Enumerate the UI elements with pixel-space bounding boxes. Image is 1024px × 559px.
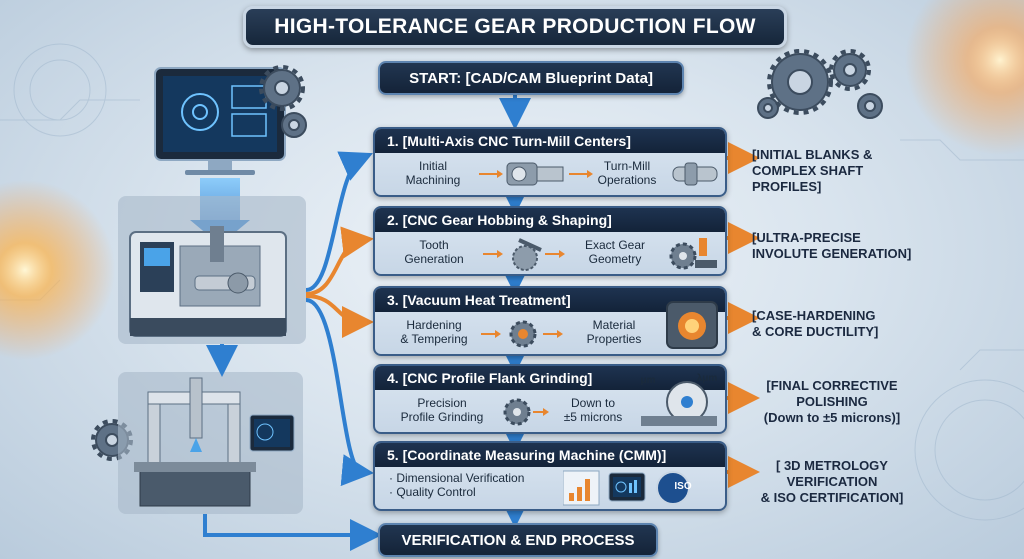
step-4-right-label: Down to ±5 microns <box>551 396 635 424</box>
step-4: 4. [CNC Profile Flank Grinding] Precisio… <box>373 364 727 434</box>
step-3-left-label: Hardening & Tempering <box>389 318 479 346</box>
step-3-right-line2: Properties <box>586 332 642 346</box>
step-3-right-line1: Material <box>592 318 636 332</box>
step-2-left-line1: Tooth <box>419 238 449 252</box>
output-3-line2: & CORE DUCTILITY] <box>752 324 879 339</box>
output-5-line3: & ISO CERTIFICATION] <box>760 490 904 505</box>
output-3-line1: [CASE-HARDENING <box>752 308 876 323</box>
shaft-icon <box>672 162 718 186</box>
output-1-line3: PROFILES] <box>752 179 822 194</box>
output-1-line1: [INITIAL BLANKS & <box>752 147 873 162</box>
step-4-left-line2: Profile Grinding <box>400 410 484 424</box>
gear-geometry-icon <box>669 238 717 270</box>
grinding-wheel-icon <box>641 381 717 426</box>
step-4-right-line1: Down to <box>570 396 616 410</box>
step-1: 1. [Multi-Axis CNC Turn-Mill Centers] In… <box>373 127 727 197</box>
step-1-left-label: Initial Machining <box>389 159 477 187</box>
output-4: [FINAL CORRECTIVE POLISHING (Down to ±5 … <box>752 378 912 426</box>
metrology-icons <box>563 470 690 506</box>
step-4-right-line2: ±5 microns <box>563 410 623 424</box>
micron-label-right: λμm <box>696 373 718 384</box>
step-1-right-label: Turn-Mill Operations <box>585 159 669 187</box>
output-3: [CASE-HARDENING & CORE DUCTILITY] <box>752 308 878 340</box>
step-5-item-1: · Dimensional Verification <box>389 471 525 485</box>
output-4-line3: (Down to ±5 microns)] <box>763 410 901 425</box>
output-2: [ULTRA-PRECISE INVOLUTE GENERATION] <box>752 230 911 262</box>
step-4-left-label: Precision Profile Grinding <box>389 396 495 424</box>
turn-mill-part-icon <box>479 162 593 186</box>
start-node: START: [CAD/CAM Blueprint Data] <box>378 61 684 95</box>
iso-badge: ISO <box>674 481 692 492</box>
hobbing-gear-icon <box>483 238 565 271</box>
furnace-icon <box>666 301 718 349</box>
step-3-left-line2: & Tempering <box>400 332 468 346</box>
output-4-line2: POLISHING <box>796 394 868 409</box>
step-3-left-line1: Hardening <box>406 318 462 332</box>
cmm-machine-illustration <box>118 372 303 514</box>
step-4-title: 4. [CNC Profile Flank Grinding] <box>375 366 725 390</box>
diagram-title: HIGH-TOLERANCE GEAR PRODUCTION FLOW <box>243 6 787 48</box>
step-5-checklist: · Dimensional Verification · Quality Con… <box>389 471 559 499</box>
output-2-line1: [ULTRA-PRECISE <box>752 230 861 245</box>
output-5: [ 3D METROLOGY VERIFICATION & ISO CERTIF… <box>752 458 912 506</box>
output-4-line1: [FINAL CORRECTIVE <box>766 378 898 393</box>
heat-gear-icon <box>481 320 563 348</box>
step-5-item-2: · Quality Control <box>389 485 476 499</box>
output-1-line2: COMPLEX SHAFT <box>752 163 864 178</box>
step-1-right-line2: Operations <box>597 173 657 187</box>
step-1-left-line2: Machining <box>405 173 461 187</box>
cad-monitor-illustration <box>154 67 286 175</box>
step-2-right-line2: Geometry <box>588 252 642 266</box>
output-1: [INITIAL BLANKS & COMPLEX SHAFT PROFILES… <box>752 147 872 195</box>
step-1-right-line1: Turn-Mill <box>603 159 651 173</box>
micron-label-left: μm <box>640 375 656 386</box>
output-2-line2: INVOLUTE GENERATION] <box>752 246 912 261</box>
step-2: 2. [CNC Gear Hobbing & Shaping] Tooth Ge… <box>373 206 727 276</box>
step-1-title: 1. [Multi-Axis CNC Turn-Mill Centers] <box>375 129 725 153</box>
step-2-title: 2. [CNC Gear Hobbing & Shaping] <box>375 208 725 232</box>
grinding-gear-icon <box>503 398 549 426</box>
output-5-line1: [ 3D METROLOGY <box>776 458 888 473</box>
step-2-right-line1: Exact Gear <box>584 238 646 252</box>
cnc-machine-illustration <box>118 196 306 344</box>
step-3-title: 3. [Vacuum Heat Treatment] <box>375 288 725 312</box>
step-3: 3. [Vacuum Heat Treatment] Hardening & T… <box>373 286 727 356</box>
step-5-title: 5. [Coordinate Measuring Machine (CMM)] <box>375 443 725 467</box>
step-5: 5. [Coordinate Measuring Machine (CMM)] … <box>373 441 727 511</box>
step-2-right-label: Exact Gear Geometry <box>569 238 661 266</box>
step-2-left-line2: Generation <box>404 252 464 266</box>
step-4-left-line1: Precision <box>417 396 467 410</box>
step-1-left-line1: Initial <box>418 159 447 173</box>
end-node: VERIFICATION & END PROCESS <box>378 523 658 557</box>
output-5-line2: VERIFICATION <box>786 474 878 489</box>
step-2-left-label: Tooth Generation <box>389 238 479 266</box>
step-3-right-label: Material Properties <box>571 318 657 346</box>
